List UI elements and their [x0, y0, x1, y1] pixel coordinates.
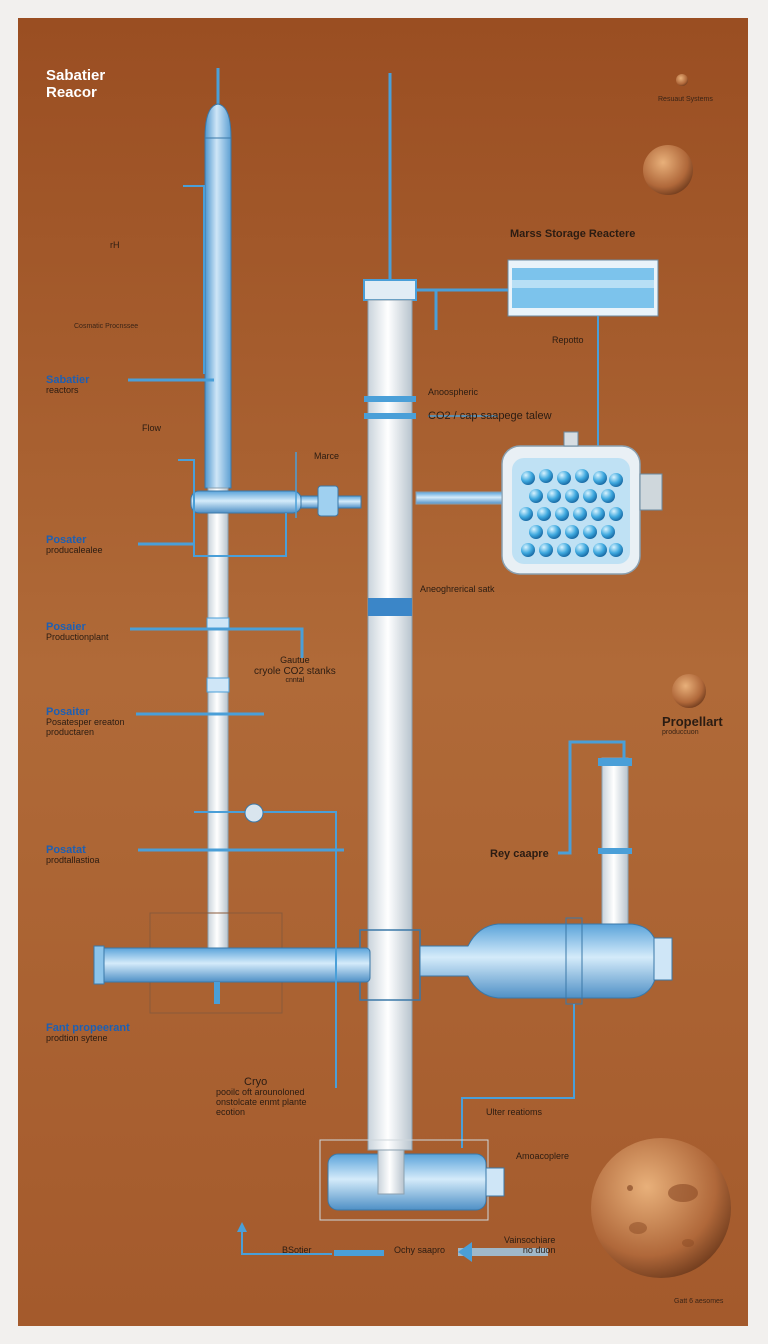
marce-label: Marce — [314, 451, 340, 461]
gauture-sublabel: cryole CO2 stanks — [254, 665, 336, 677]
vainrochiare-sublabel: no duon — [522, 1244, 556, 1255]
cryo-label: Cryo — [244, 1076, 268, 1088]
poster-3-sublabel: Posatesper ereaton — [46, 717, 125, 728]
mars-storage-label: Marss Storage Reactere — [510, 228, 636, 240]
cryo-sublabel: pooilc oft arounoloned — [216, 1087, 305, 1098]
title-line-1: Sabatier — [46, 67, 106, 84]
ulter-reactions-label: Ulter reatioms — [486, 1107, 543, 1117]
top-right-note: Resuaut Systems — [658, 96, 713, 103]
cryo-propellant-tank — [419, 740, 673, 1148]
large-mars-planet-icon — [591, 1138, 731, 1278]
cryo-sublabel-3: ecotion — [216, 1106, 246, 1117]
co2-tank-label: CO2 / cap saapege talew — [428, 410, 552, 422]
flow-label: Flow — [142, 423, 162, 433]
central-white-column — [359, 73, 421, 1151]
left-small-label: rH — [110, 240, 120, 250]
ray-caapre-label: Rey caapre — [490, 848, 549, 860]
title-line-2: Reacor — [46, 83, 97, 101]
propellant-label: Propellart — [662, 714, 723, 729]
bottom-left-label: BSotier — [282, 1245, 312, 1255]
left-leader-lines — [128, 185, 498, 1088]
poster-1-label: Posater — [46, 534, 87, 546]
sabatier-reactor-label: Sabatier — [46, 374, 90, 386]
mars-small-planet-icon — [672, 674, 706, 708]
poster-4-label: Posatat — [46, 844, 86, 856]
diagram-poster: Sabatier Reacor Resuaut Systems rH Cosma… — [18, 18, 748, 1326]
sabatier-reactor-sublabel: reactors — [46, 385, 79, 396]
poster-4-sublabel: prodtallastioa — [46, 855, 100, 866]
vainrochiare-label: Vainsochiare — [504, 1235, 556, 1245]
gauture-label: Gautue — [280, 655, 310, 665]
gat-footer-label: Gatt 6 aesomes — [674, 1298, 724, 1305]
valve-icon — [244, 803, 264, 823]
left-horizontal-pipe — [190, 485, 362, 517]
fant-propellant-label: Fant propeerant — [46, 1022, 130, 1034]
atmospheric-tanks-label: Aneoghrerical satk — [420, 584, 495, 594]
anoospheric-label: Anoospheric — [428, 387, 479, 397]
poster-3-label: Posaiter — [46, 706, 90, 718]
left-caption: Cosmatic Procnssee — [74, 323, 139, 330]
propellant-sublabel: produccuon — [662, 729, 699, 737]
main-horizontal-pipe — [93, 912, 371, 1014]
bottom-flow-arrows — [237, 1222, 548, 1262]
poster-1-sublabel: producalealee — [46, 545, 103, 556]
cryo-sublabel-2: onstolcate enmt plante — [216, 1096, 307, 1107]
poster-2-sublabel: Productionplant — [46, 632, 109, 643]
poster-3-sublabel-2: productaren — [46, 726, 95, 737]
mars-planet-icon — [643, 145, 693, 195]
poster-2-label: Posaier — [46, 621, 86, 633]
mars-storage-reactor — [416, 259, 659, 446]
fant-propellant-sublabel: prodtion sytene — [46, 1033, 108, 1044]
small-planet-icon — [676, 74, 688, 86]
diagram-canvas — [18, 18, 748, 1326]
bottom-reactor-tank — [319, 1139, 505, 1221]
bead-tank — [415, 431, 663, 575]
bottom-mid-label: Ochy saapro — [394, 1245, 446, 1255]
repotto-label: Repotto — [552, 335, 584, 345]
gauture-sublabel-2: cnntal — [285, 676, 305, 684]
amoacoplere-label: Amoacoplere — [516, 1151, 570, 1161]
